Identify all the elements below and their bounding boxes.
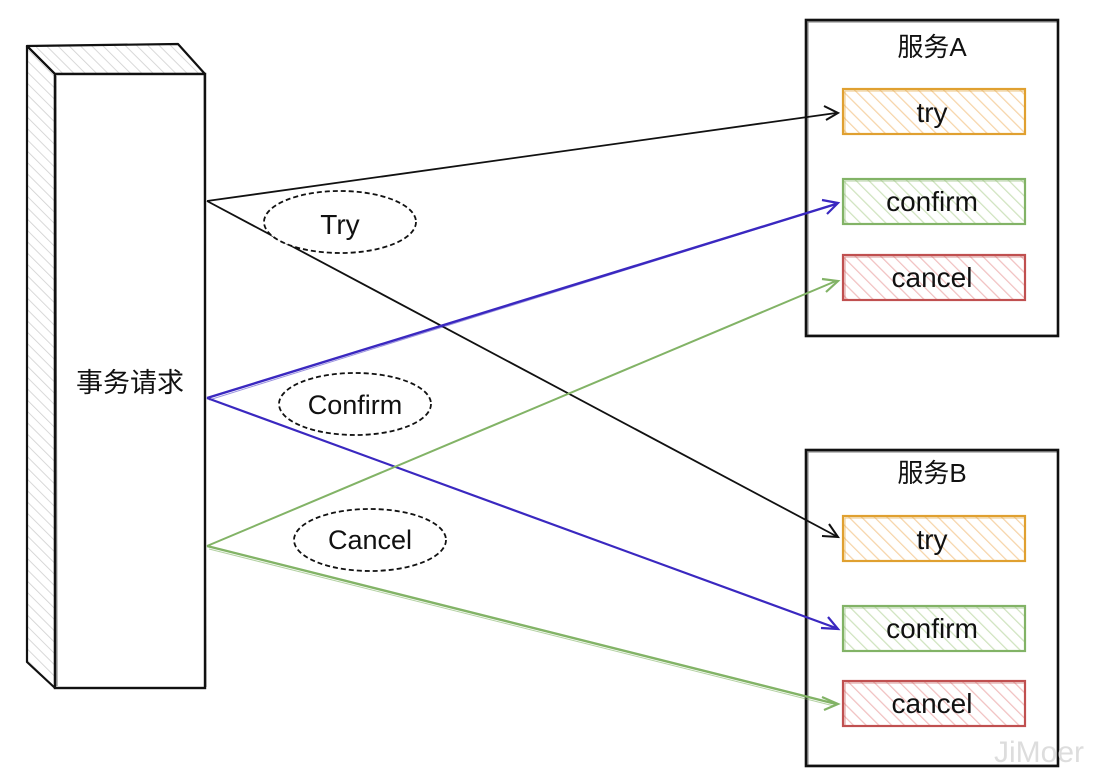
service-b-cancel-label: cancel	[892, 688, 973, 719]
service-a-try-step: try	[841, 87, 1027, 136]
service-b-box: 服务B try confirm cancel	[804, 448, 1060, 768]
service-a-confirm-label: confirm	[886, 186, 978, 217]
service-b-cancel-step: cancel	[841, 679, 1027, 728]
try-connectors	[206, 105, 841, 539]
cancel-connectors	[206, 277, 841, 712]
confirm-connectors	[206, 198, 841, 631]
requester-label: 事务请求	[76, 368, 184, 398]
service-a-confirm-step: confirm	[841, 177, 1027, 226]
confirm-arrow-to-service-a	[206, 202, 837, 400]
cancel-arrow-to-service-b	[206, 544, 837, 706]
try-arrowhead-a	[823, 105, 841, 121]
service-a-title: 服务A	[897, 32, 967, 62]
service-b-try-label: try	[916, 524, 947, 555]
confirm-arrowhead-a	[821, 198, 841, 215]
cancel-arrowhead-a	[821, 277, 841, 293]
requester-pillar: 事务请求	[25, 42, 207, 690]
service-b-title: 服务B	[897, 458, 966, 488]
pillar-top-face	[25, 42, 207, 76]
service-b-try-step: try	[841, 514, 1027, 563]
confirm-arrowhead-b	[820, 616, 841, 631]
try-arrow-to-service-a	[206, 112, 837, 202]
service-a-box: 服务A try confirm cancel	[804, 18, 1060, 338]
phase-label-confirm-text: Confirm	[308, 390, 403, 420]
phase-label-confirm: Confirm	[278, 372, 432, 436]
try-arrowhead-b	[821, 523, 840, 539]
pillar-front-face	[53, 72, 207, 690]
service-b-confirm-label: confirm	[886, 613, 978, 644]
service-a-cancel-label: cancel	[892, 262, 973, 293]
service-b-confirm-step: confirm	[841, 604, 1027, 653]
cancel-arrow-to-service-a	[206, 280, 837, 547]
phase-label-cancel-text: Cancel	[328, 525, 412, 555]
cancel-arrowhead-b	[821, 695, 841, 712]
watermark: JiMoer	[994, 736, 1084, 769]
confirm-arrow-to-service-b	[206, 396, 837, 630]
try-arrow-to-service-b	[206, 200, 837, 537]
service-a-try-label: try	[916, 97, 947, 128]
phase-label-cancel: Cancel	[293, 508, 447, 572]
pillar-side-face	[25, 44, 57, 690]
service-a-cancel-step: cancel	[841, 253, 1027, 302]
phase-label-try-text: Try	[320, 209, 359, 240]
phase-label-try: Try	[263, 190, 417, 254]
